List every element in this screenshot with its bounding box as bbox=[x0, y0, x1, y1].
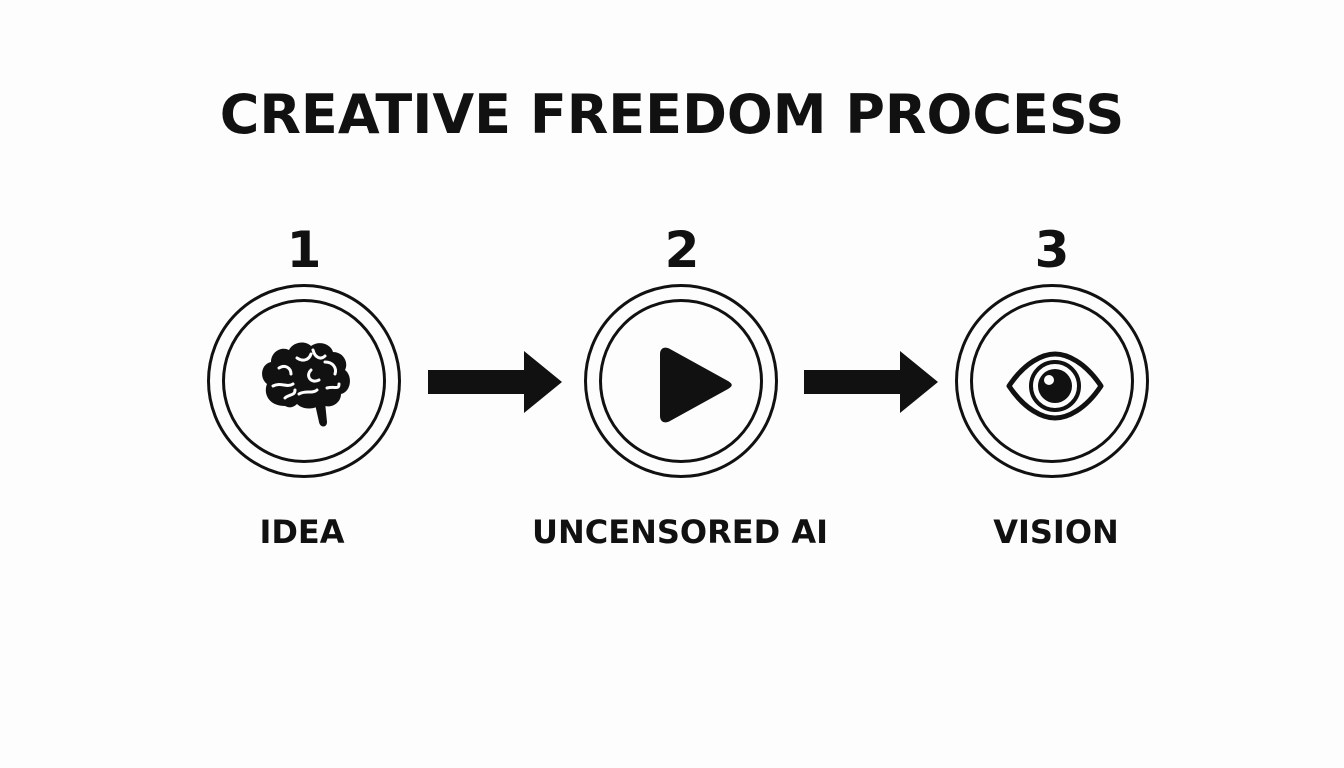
step-3-label: VISION bbox=[993, 513, 1119, 551]
step-1-circle bbox=[207, 284, 401, 478]
play-icon bbox=[660, 347, 732, 423]
step-2-inner-circle bbox=[599, 299, 763, 463]
step-2-label: UNCENSORED AI bbox=[531, 513, 828, 551]
step-3-number: 3 bbox=[1034, 221, 1070, 279]
step-2-number: 2 bbox=[664, 221, 700, 279]
brain-icon bbox=[262, 342, 350, 427]
arrow-right-icon bbox=[804, 351, 938, 413]
diagram-title: CREATIVE FREEDOM PROCESS bbox=[219, 83, 1125, 146]
step-3-inner-circle bbox=[970, 299, 1134, 463]
step-1-number: 1 bbox=[286, 221, 322, 279]
step-2-circle bbox=[584, 284, 778, 478]
step-3-circle bbox=[955, 284, 1149, 478]
eye-icon bbox=[1006, 351, 1104, 421]
step-1-label: IDEA bbox=[259, 513, 345, 551]
step-1-inner-circle bbox=[222, 299, 386, 463]
arrow-right-icon bbox=[428, 351, 562, 413]
